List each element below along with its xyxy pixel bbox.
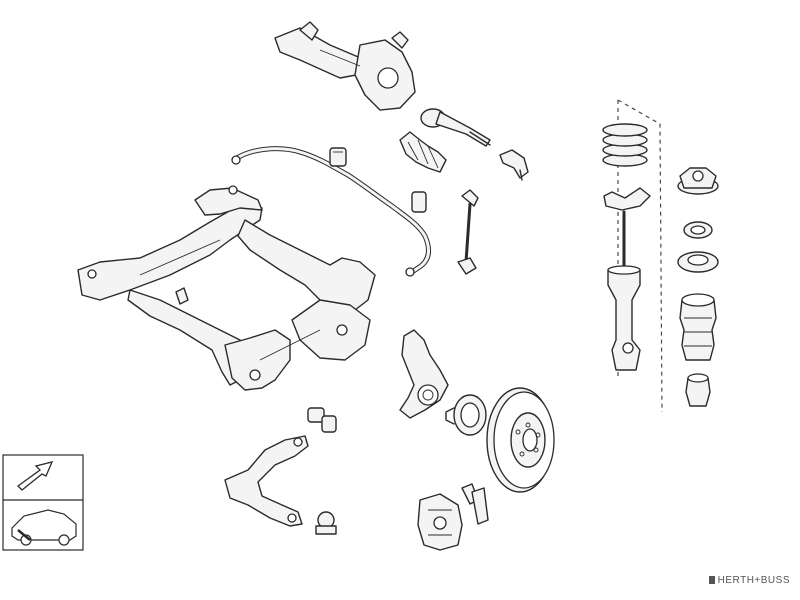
spring-seat: [603, 187, 651, 211]
coil-spring: [602, 123, 648, 167]
tie-rod-boot: [399, 131, 447, 173]
ball-joint: [315, 511, 337, 535]
shock-absorber: [607, 210, 641, 371]
watermark-text: HERTH+BUSS: [717, 575, 790, 586]
strut-mount: [677, 167, 719, 195]
car-silhouette-icon: [11, 509, 77, 546]
stabilizer-link: [457, 189, 479, 275]
brand-logo-icon: [708, 576, 715, 584]
strut-bearing: [683, 221, 713, 239]
strut-assembly-outline: [617, 99, 663, 413]
lower-control-arm: [224, 435, 309, 527]
herth-buss-watermark: HERTH+BUSS: [708, 575, 790, 586]
subframe: [77, 185, 376, 391]
spring-upper-seat: [677, 251, 719, 273]
tie-rod-end: [499, 149, 529, 181]
dust-boot: [679, 293, 717, 361]
steering-knuckle: [399, 329, 449, 419]
steering-rack: [274, 21, 416, 111]
control-arm-bushing: [307, 407, 337, 433]
brake-pads: [461, 483, 489, 525]
bump-stop: [685, 373, 711, 407]
tie-rod: [420, 108, 491, 147]
stabilizer-bushing-lower: [411, 191, 427, 213]
vehicle-location-inset: [2, 454, 84, 551]
brake-caliper: [417, 493, 463, 551]
stabilizer-bar: [231, 146, 431, 277]
direction-arrow-icon: [17, 461, 54, 491]
brake-disc: [486, 387, 555, 493]
wheel-hub: [445, 394, 487, 436]
stabilizer-bushing-upper: [329, 147, 347, 167]
